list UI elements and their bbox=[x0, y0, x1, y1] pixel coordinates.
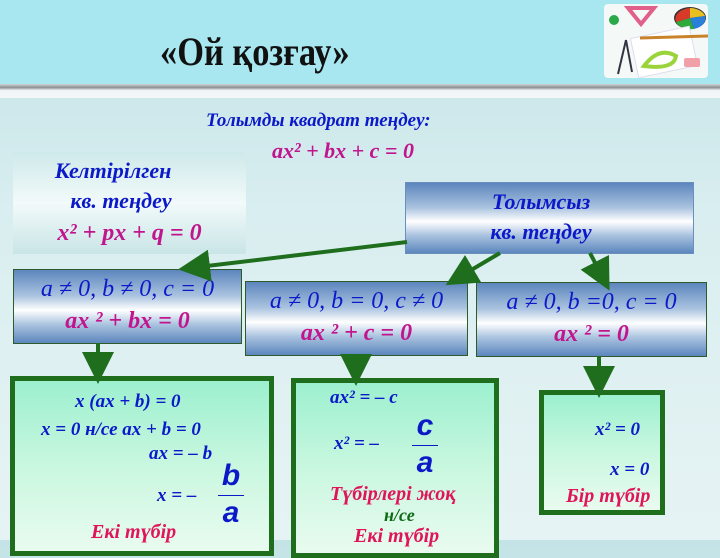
solution-3-result: Бір түбір bbox=[566, 485, 651, 507]
arrow-to-case-1 bbox=[178, 240, 408, 282]
case-2-equation: ax ² + c = 0 bbox=[300, 320, 413, 346]
arrow-to-case-3 bbox=[580, 252, 610, 291]
incomplete-label-line1: Толымсыз bbox=[491, 189, 591, 214]
solution-1-fraction: b a bbox=[215, 461, 247, 528]
complete-quadratic-label: Толымды квадрат теңдеу: bbox=[206, 110, 431, 131]
fraction-bar bbox=[412, 445, 438, 446]
reduced-label-line1: Келтірілген bbox=[54, 158, 172, 183]
arrow-to-case-2 bbox=[445, 251, 502, 286]
general-formula: ax² + bx + c = 0 bbox=[272, 138, 414, 163]
incomplete-label-line2: кв. теңдеу bbox=[490, 219, 592, 244]
header-banner bbox=[0, 0, 720, 84]
solution-1-step1: x (ax + b) = 0 bbox=[75, 391, 181, 412]
header-divider bbox=[0, 84, 720, 98]
solution-1-step3: ax = – b bbox=[149, 443, 213, 464]
reduced-label-line2: кв. теңдеу bbox=[70, 188, 172, 213]
solution-2-result1: Түбірлері жоқ bbox=[330, 483, 456, 505]
solution-2-step2: x² = – bbox=[334, 433, 380, 454]
fraction-numerator: b bbox=[221, 459, 241, 492]
solution-3-step1: x² = 0 bbox=[595, 419, 641, 440]
incomplete-equation-box: Толымсыз кв. теңдеу bbox=[405, 182, 694, 254]
case-box-2: a ≠ 0, b = 0, c ≠ 0 ax ² + c = 0 bbox=[245, 281, 468, 356]
case-2-condition: a ≠ 0, b = 0, c ≠ 0 bbox=[269, 288, 444, 314]
solution-2-or: н/се bbox=[384, 505, 415, 525]
solution-box-1: x (ax + b) = 0 x = 0 н/се ax + b = 0 ax … bbox=[10, 376, 274, 556]
solution-1-step4: x = – bbox=[157, 485, 197, 506]
solution-2-step1: ax² = – c bbox=[330, 387, 398, 408]
reduced-equation-box: Келтірілген кв. теңдеу x² + px + q = 0 bbox=[13, 152, 246, 254]
solution-3-step2: x = 0 bbox=[610, 459, 650, 480]
solution-2-fraction: c a bbox=[410, 411, 440, 478]
page-title: «Ой қозғау» bbox=[160, 29, 350, 74]
geometry-tools-clipart-icon bbox=[604, 4, 709, 79]
fraction-denominator: a bbox=[416, 446, 434, 479]
case-box-3: a ≠ 0, b =0, c = 0 ax ² = 0 bbox=[476, 282, 707, 357]
case-3-equation: ax ² = 0 bbox=[554, 321, 629, 347]
flow-arrows bbox=[82, 240, 615, 398]
solution-1-step2: x = 0 н/се ax + b = 0 bbox=[41, 419, 201, 440]
case-box-1: a ≠ 0, b ≠ 0, c = 0 ax ² + bx = 0 bbox=[13, 269, 242, 344]
case-1-equation: ax ² + bx = 0 bbox=[65, 308, 190, 334]
fraction-bar bbox=[218, 495, 244, 496]
fraction-numerator: c bbox=[416, 409, 434, 442]
case-3-condition: a ≠ 0, b =0, c = 0 bbox=[506, 289, 677, 315]
solution-1-result: Екі түбір bbox=[91, 521, 177, 543]
fraction-denominator: a bbox=[222, 496, 240, 529]
reduced-formula: x² + px + q = 0 bbox=[57, 220, 202, 246]
